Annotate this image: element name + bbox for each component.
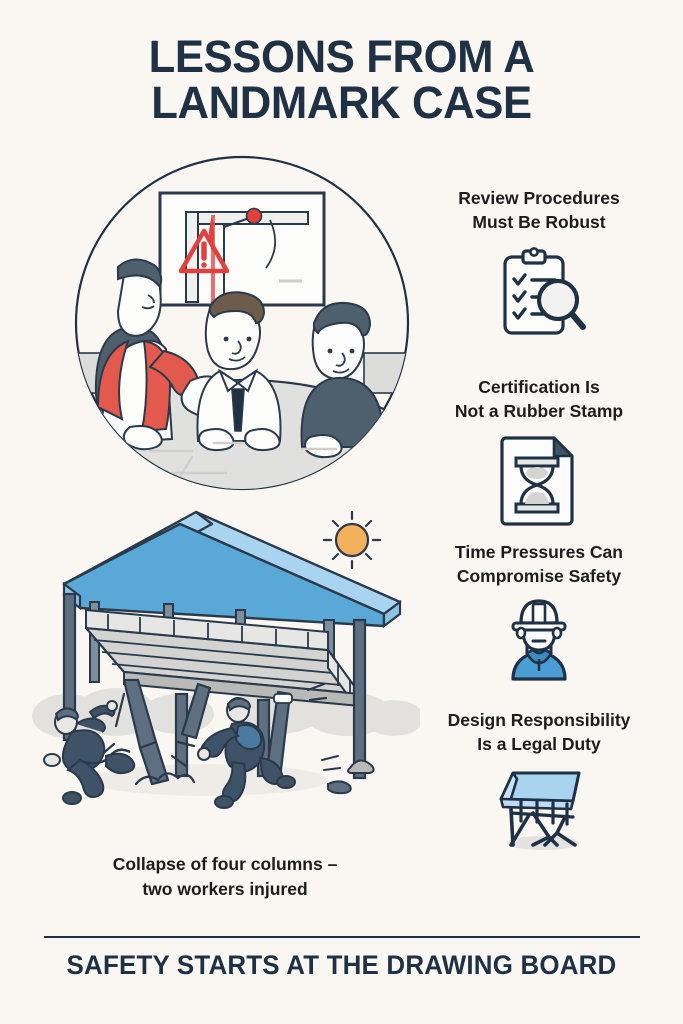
collapse-scene-illustration <box>28 498 424 838</box>
page-title: Lessons From A Landmark Case <box>0 34 683 126</box>
footer-tagline: Safety Starts At The Drawing Board <box>66 950 617 980</box>
document-hourglass-icon <box>408 432 670 531</box>
lesson-label: Certification Is Not a Rubber Stamp <box>454 377 624 421</box>
title-line-1: Lessons From A <box>148 31 535 82</box>
caption-line-2: two workers injured <box>142 879 308 899</box>
lesson-item-certification[interactable]: Certification Is Not a Rubber Stamp <box>408 375 670 531</box>
collapsed-structure-icon <box>408 765 670 856</box>
lesson-label: Review Procedures Must Be Robust <box>458 188 620 232</box>
collapse-caption: Collapse of four columns – two workers i… <box>40 852 410 902</box>
clipboard-magnifier-icon <box>408 243 670 352</box>
lesson-item-design-responsibility[interactable]: Design Responsibility Is a Legal Duty <box>408 708 670 856</box>
lesson-label: Design Responsibility Is a Legal Duty <box>447 710 631 754</box>
caption-line-1: Collapse of four columns – <box>112 854 338 874</box>
lesson-item-review-procedures[interactable]: Review Procedures Must Be Robust <box>408 186 670 352</box>
footer-divider <box>44 936 640 938</box>
meeting-scene-illustration <box>74 155 410 491</box>
lesson-label: Time Pressures Can Compromise Safety <box>455 542 623 586</box>
hardhat-worker-icon <box>408 597 670 694</box>
lesson-item-time-pressure[interactable]: Time Pressures Can Compromise Safety <box>408 540 670 694</box>
title-line-2: Landmark Case <box>151 77 532 128</box>
